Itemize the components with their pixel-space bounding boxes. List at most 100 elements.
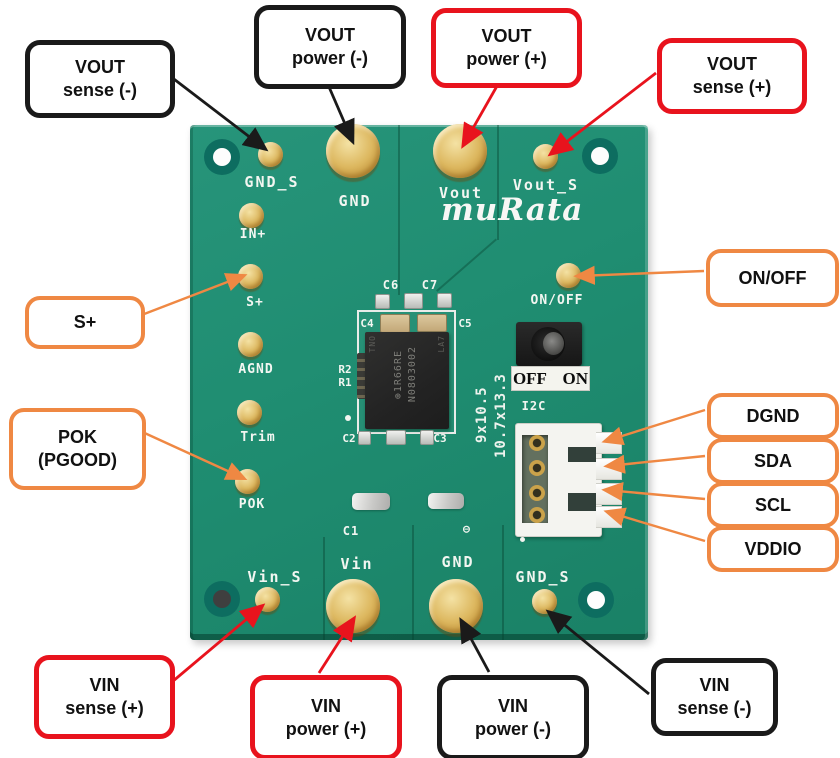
- terminal-agnd: [238, 332, 263, 357]
- pcb-trace: [436, 238, 497, 292]
- callout-line: SDA: [753, 450, 792, 471]
- fiducial-dot: [345, 415, 351, 421]
- silkscreen-label: Vin_S: [247, 568, 303, 586]
- callout-line: power (+): [466, 49, 547, 69]
- callout-line: S+: [73, 312, 97, 332]
- connector-slot: [568, 447, 596, 462]
- callout-line: VIN: [497, 695, 528, 716]
- ic-dimension-text: 9x10.5: [474, 386, 490, 443]
- pcb-trace: [497, 125, 499, 240]
- silkscreen-label: AGND: [238, 362, 274, 377]
- terminal-vout: [428, 124, 492, 185]
- silkscreen-label: C7: [421, 278, 439, 292]
- connector-pin-sda: [529, 460, 545, 476]
- silkscreen-label: R1: [338, 376, 352, 389]
- callout-vout-power-plus: VOUT power (+): [431, 8, 582, 88]
- callout-line: VIN: [699, 675, 730, 695]
- callout-line: VIN: [89, 675, 120, 695]
- mounting-hole: [204, 139, 240, 175]
- callout-line: VOUT: [304, 25, 355, 45]
- terminal-gnd-bottom: [424, 579, 488, 640]
- silkscreen-label: GND_S: [515, 568, 571, 586]
- switch-knob: [543, 332, 564, 355]
- ic-marking: N0803002: [407, 346, 418, 403]
- terminal-gnd-s-top: [258, 142, 283, 167]
- silkscreen-label: Vin: [340, 555, 374, 573]
- silkscreen-label: GND_S: [244, 173, 300, 191]
- mounting-hole: [578, 582, 614, 618]
- silkscreen-label: POK: [238, 497, 266, 512]
- terminal-on-off: [556, 263, 581, 288]
- callout-dgnd: DGND: [707, 393, 839, 439]
- callout-vin-sense-minus: VIN sense (-): [651, 658, 778, 736]
- terminal-in-plus: [239, 203, 264, 228]
- capacitor: [358, 431, 371, 445]
- callout-vin-sense-plus: VIN sense (+): [34, 655, 175, 739]
- silkscreen-label: Vout: [438, 184, 484, 202]
- capacitor: [375, 294, 390, 309]
- callout-line: VOUT: [481, 26, 532, 46]
- ic-marking: ⊕1R66RE: [393, 350, 404, 400]
- callout-vout-sense-minus: VOUT sense (-): [25, 40, 175, 118]
- capacitor: [420, 430, 434, 445]
- callout-line: SCL: [755, 494, 791, 515]
- callout-on-off: ON/OFF: [706, 249, 839, 307]
- callout-vin-power-minus: VIN power (-): [437, 675, 589, 758]
- terminal-vout-s: [533, 144, 558, 169]
- callout-vddio: VDDIO: [707, 526, 839, 572]
- silkscreen-label: C5: [458, 317, 472, 330]
- mounting-hole: [582, 138, 618, 174]
- pcb-trace: [398, 125, 400, 295]
- callout-line: POK: [57, 427, 97, 447]
- off-on-label-plate: OFF ON: [511, 366, 590, 391]
- connector-tab-dgnd: [596, 432, 622, 454]
- connector-tab-sda: [596, 458, 622, 480]
- terminal-s-plus: [238, 264, 263, 289]
- solder-jumper: [428, 493, 464, 509]
- connector-slot: [568, 493, 596, 511]
- silkscreen-label: C4: [360, 317, 374, 330]
- callout-line: VOUT: [706, 54, 757, 74]
- callout-line: power (-): [475, 718, 551, 739]
- silkscreen-label: Trim: [240, 430, 276, 445]
- capacitor: [404, 293, 423, 309]
- silkscreen-label: S+: [246, 295, 264, 310]
- callout-line: power (-): [292, 48, 368, 68]
- callout-sda: SDA: [707, 438, 839, 484]
- silkscreen-label: C1: [342, 524, 360, 538]
- pcb-board: GND_S GND Vout Vout_S muRata IN+ S+ AGND…: [190, 124, 648, 640]
- callout-line: VIN: [310, 695, 341, 716]
- connector-pin-scl: [529, 485, 545, 501]
- ic-corner-marking: LA7: [437, 335, 446, 353]
- resistor: [357, 353, 366, 399]
- callout-line: ON/OFF: [738, 267, 807, 288]
- on-off-toggle-switch: [516, 322, 582, 366]
- connector-tab-vddio: [596, 506, 622, 528]
- capacitor: [380, 314, 410, 333]
- ic-corner-marking: TNO: [368, 335, 377, 353]
- murata-logo: muRata: [441, 192, 584, 228]
- silkscreen-label: C6: [382, 278, 400, 292]
- silkscreen-label: C2: [342, 432, 356, 445]
- capacitor: [437, 293, 452, 308]
- callout-pok-pgood: POK (PGOOD): [9, 408, 146, 490]
- callout-line: VOUT: [74, 57, 125, 77]
- callout-line: VDDIO: [744, 538, 802, 559]
- fiducial-dot: [520, 537, 525, 542]
- connector-pin-vddio: [529, 507, 545, 523]
- silkscreen-label: GND: [441, 553, 475, 571]
- silkscreen-label: C3: [433, 432, 447, 445]
- callout-vout-power-minus: VOUT power (-): [254, 5, 406, 89]
- capacitor: [417, 314, 447, 332]
- capacitor: [386, 430, 406, 445]
- ic-dimension-text: 10.7x13.3: [493, 373, 509, 458]
- callout-vout-sense-plus: VOUT sense (+): [657, 38, 807, 114]
- callout-line: sense (+): [65, 698, 144, 718]
- callout-line: (PGOOD): [38, 450, 117, 470]
- silkscreen-label: ⊖: [462, 522, 472, 536]
- callout-line: sense (-): [62, 80, 138, 100]
- connector-tab-scl: [596, 483, 622, 505]
- pcb-trace: [502, 525, 504, 640]
- callout-line: power (+): [285, 718, 367, 739]
